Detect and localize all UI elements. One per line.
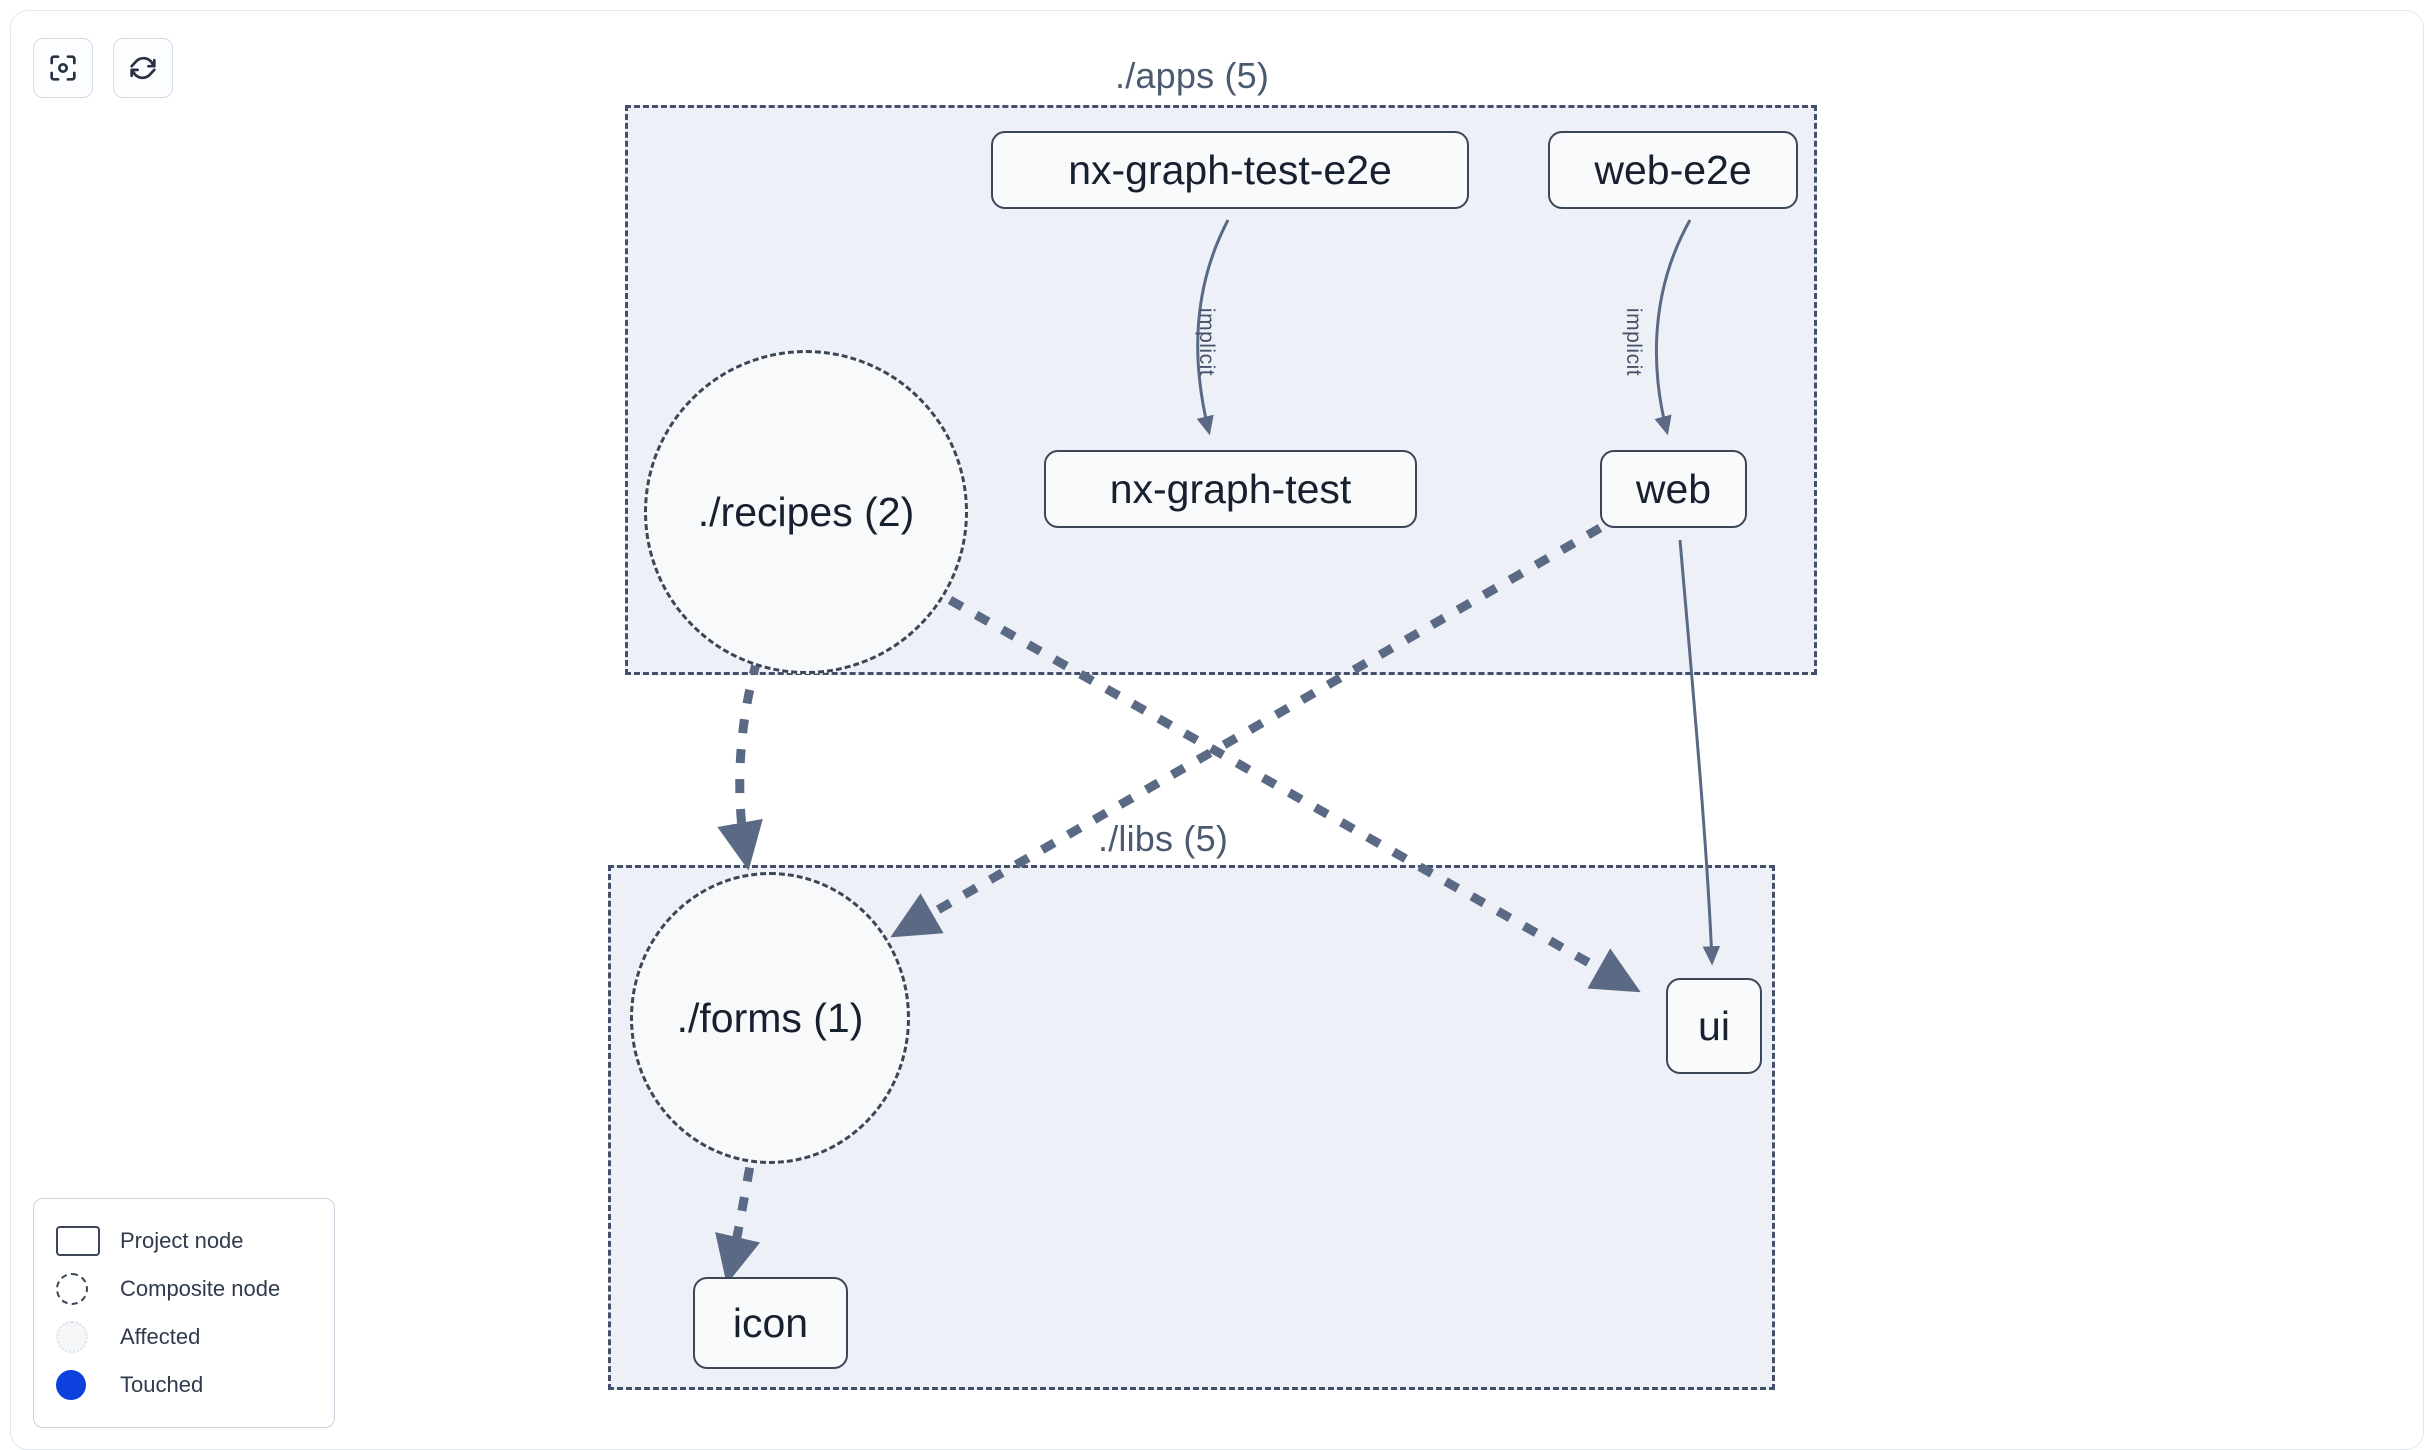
edge-label-implicit-1: implicit bbox=[1195, 307, 1218, 377]
project-node-ui[interactable]: ui bbox=[1666, 978, 1762, 1074]
focus-graph-button[interactable] bbox=[33, 38, 93, 98]
composite-node-recipes-label: ./recipes (2) bbox=[697, 488, 915, 535]
composite-node-forms-label: ./forms (1) bbox=[676, 994, 864, 1041]
edge-label-implicit-2: implicit bbox=[1622, 307, 1645, 377]
graph-toolbar bbox=[33, 38, 173, 98]
legend-label-composite-node: Composite node bbox=[120, 1276, 281, 1301]
project-node-nx-graph-test-e2e[interactable]: nx-graph-test-e2e bbox=[991, 131, 1469, 209]
focus-target-icon bbox=[46, 51, 80, 85]
project-node-swatch bbox=[56, 1226, 108, 1256]
refresh-graph-button[interactable] bbox=[113, 38, 173, 98]
project-node-nx-graph-test-e2e-label: nx-graph-test-e2e bbox=[1068, 146, 1392, 193]
legend-item-affected: Affected bbox=[56, 1313, 314, 1361]
project-node-ui-label: ui bbox=[1698, 1002, 1730, 1049]
project-node-web[interactable]: web bbox=[1600, 450, 1747, 528]
composite-node-recipes[interactable]: ./recipes (2) bbox=[644, 350, 968, 674]
refresh-icon bbox=[126, 51, 160, 85]
project-node-web-e2e[interactable]: web-e2e bbox=[1548, 131, 1798, 209]
legend-label-touched: Touched bbox=[120, 1372, 204, 1397]
legend-item-composite-node: Composite node bbox=[56, 1265, 314, 1313]
touched-swatch bbox=[56, 1370, 108, 1400]
legend-item-touched: Touched bbox=[56, 1361, 314, 1409]
legend-label-project-node: Project node bbox=[120, 1228, 244, 1253]
project-node-nx-graph-test-label: nx-graph-test bbox=[1109, 465, 1352, 512]
group-label-libs: ./libs (5) bbox=[1098, 818, 1229, 859]
legend-item-project-node: Project node bbox=[56, 1217, 314, 1265]
project-node-web-label: web bbox=[1635, 465, 1712, 512]
composite-node-swatch bbox=[56, 1273, 108, 1305]
composite-node-forms[interactable]: ./forms (1) bbox=[630, 872, 910, 1164]
project-node-icon[interactable]: icon bbox=[693, 1277, 848, 1369]
project-node-nx-graph-test[interactable]: nx-graph-test bbox=[1044, 450, 1417, 528]
project-node-web-e2e-label: web-e2e bbox=[1594, 146, 1752, 193]
graph-legend: Project node Composite node Affected Tou… bbox=[33, 1198, 335, 1428]
legend-label-affected: Affected bbox=[120, 1324, 201, 1349]
project-node-icon-label: icon bbox=[732, 1299, 809, 1346]
affected-swatch bbox=[56, 1321, 108, 1353]
group-label-apps: ./apps (5) bbox=[1115, 55, 1270, 96]
